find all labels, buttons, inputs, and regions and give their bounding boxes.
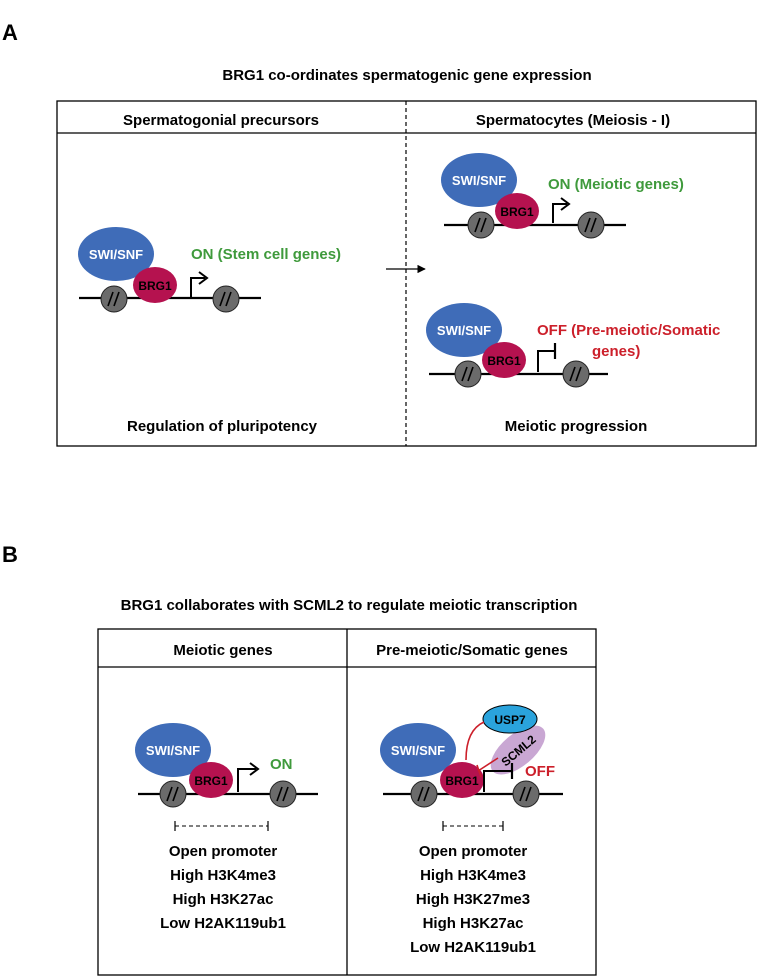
off-status-label-line2: genes) bbox=[592, 343, 640, 360]
mark-item: High H3K27ac bbox=[423, 915, 524, 932]
nucleosome bbox=[269, 780, 297, 808]
nucleosome bbox=[512, 780, 540, 808]
panel-a-left-footer: Regulation of pluripotency bbox=[127, 418, 318, 435]
nucleosome bbox=[410, 780, 438, 808]
panel-a-right-top-diagram: SWI/SNF BRG1 ON (Meiotic genes) bbox=[441, 153, 684, 239]
swisnf-complex bbox=[380, 723, 456, 777]
brg1-protein bbox=[440, 762, 484, 798]
repression-bar bbox=[483, 770, 512, 792]
brg1-label: BRG1 bbox=[445, 774, 479, 788]
swisnf-label: SWI/SNF bbox=[452, 173, 506, 188]
promoter-region-bracket bbox=[174, 821, 269, 831]
brg1-label: BRG1 bbox=[487, 354, 521, 368]
panel-a-left-header: Spermatogonial precursors bbox=[123, 112, 319, 129]
panel-a-letter: A bbox=[2, 20, 18, 45]
panel-a-right-header: Spermatocytes (Meiosis - I) bbox=[476, 112, 670, 129]
mark-item: Open promoter bbox=[169, 843, 278, 860]
panel-a-title: BRG1 co-ordinates spermatogenic gene exp… bbox=[222, 67, 591, 84]
nucleosome bbox=[562, 360, 590, 388]
panel-b-title: BRG1 collaborates with SCML2 to regulate… bbox=[121, 597, 578, 614]
swisnf-label: SWI/SNF bbox=[146, 743, 200, 758]
nucleosome bbox=[159, 780, 187, 808]
transcription-start-arrow bbox=[190, 277, 205, 297]
repression-bar bbox=[537, 350, 555, 372]
panel-b-left-diagram: SWI/SNF BRG1 ON bbox=[135, 723, 318, 831]
brg1-inhibition-line bbox=[476, 757, 499, 778]
brg1-label: BRG1 bbox=[194, 774, 228, 788]
panel-b-left-marks: Open promoter High H3K4me3 High H3K27ac … bbox=[160, 843, 286, 932]
usp7-label: USP7 bbox=[494, 713, 526, 727]
swisnf-complex bbox=[135, 723, 211, 777]
off-status-label: OFF (Pre-meiotic/Somatic bbox=[537, 322, 720, 339]
swisnf-label: SWI/SNF bbox=[89, 247, 143, 262]
swisnf-complex bbox=[426, 303, 502, 357]
usp7-protein bbox=[482, 704, 538, 734]
brg1-label: BRG1 bbox=[500, 205, 534, 219]
scml2-protein bbox=[490, 725, 546, 775]
panel-b-frame bbox=[97, 628, 597, 976]
panel-b-letter: B bbox=[2, 542, 18, 567]
brg1-protein bbox=[495, 193, 539, 229]
panel-a-right-bottom-diagram: SWI/SNF BRG1 OFF (Pre-meiotic/Somatic ge… bbox=[426, 303, 720, 388]
on-status-label: ON (Stem cell genes) bbox=[191, 246, 341, 263]
promoter-region-bracket bbox=[442, 821, 504, 831]
usp7-inhibition-line bbox=[465, 721, 485, 761]
mark-item: High H3K27ac bbox=[173, 891, 274, 908]
brg1-protein bbox=[482, 342, 526, 378]
panel-a-left-diagram: SWI/SNF BRG1 ON (Stem cell genes) bbox=[78, 227, 341, 313]
brg1-protein bbox=[189, 762, 233, 798]
on-status-label: ON bbox=[270, 756, 293, 773]
on-status-label: ON (Meiotic genes) bbox=[548, 176, 684, 193]
swisnf-complex bbox=[78, 227, 154, 281]
transcription-start-arrow bbox=[237, 768, 256, 792]
swisnf-label: SWI/SNF bbox=[391, 743, 445, 758]
mark-item: High H3K4me3 bbox=[420, 867, 526, 884]
mark-item: Low H2AK119ub1 bbox=[160, 915, 286, 932]
nucleosome bbox=[100, 285, 128, 313]
mark-item: Open promoter bbox=[419, 843, 528, 860]
panel-b-right-diagram: SWI/SNF BRG1 SCML2 USP7 OFF bbox=[380, 704, 563, 831]
mark-item: High H3K4me3 bbox=[170, 867, 276, 884]
nucleosome bbox=[467, 211, 495, 239]
transcription-start-arrow bbox=[552, 203, 567, 223]
mark-item: Low H2AK119ub1 bbox=[410, 939, 536, 956]
panel-b-right-marks: Open promoter High H3K4me3 High H3K27me3… bbox=[410, 843, 536, 956]
panel-a-frame bbox=[56, 100, 757, 447]
mark-item: High H3K27me3 bbox=[416, 891, 530, 908]
brg1-protein bbox=[133, 267, 177, 303]
off-status-label: OFF bbox=[525, 763, 555, 780]
panel-b-right-header: Pre-meiotic/Somatic genes bbox=[376, 642, 568, 659]
nucleosome bbox=[454, 360, 482, 388]
nucleosome bbox=[212, 285, 240, 313]
brg1-label: BRG1 bbox=[138, 279, 172, 293]
panel-a-right-footer: Meiotic progression bbox=[505, 418, 648, 435]
swisnf-label: SWI/SNF bbox=[437, 323, 491, 338]
panel-b-left-header: Meiotic genes bbox=[173, 642, 272, 659]
nucleosome bbox=[577, 211, 605, 239]
swisnf-complex bbox=[441, 153, 517, 207]
